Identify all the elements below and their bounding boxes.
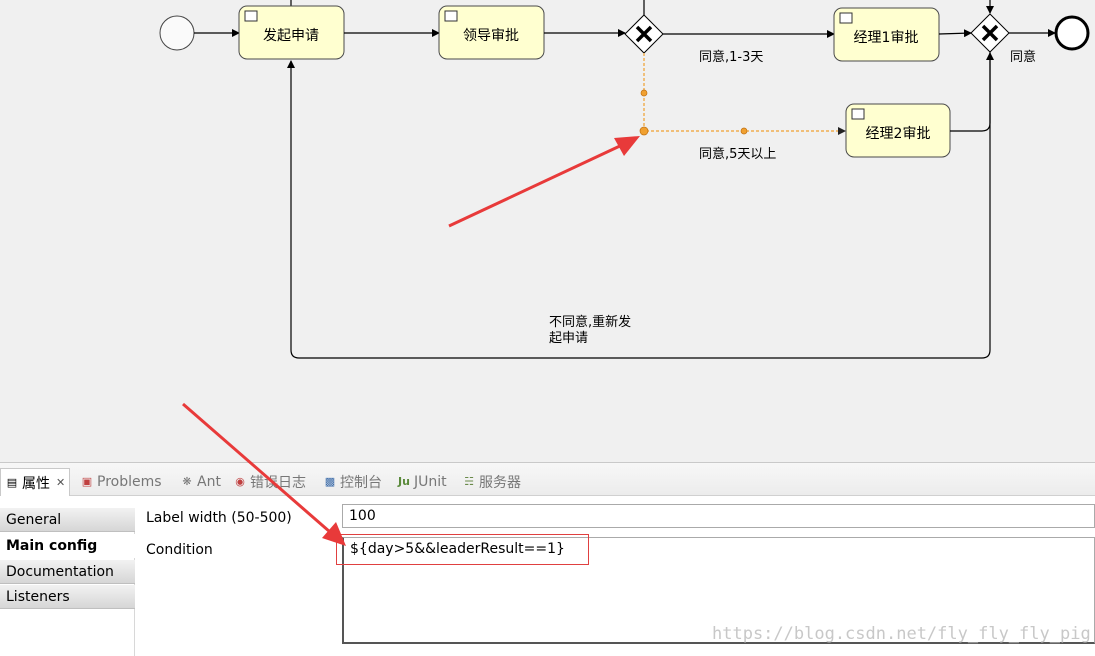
flow-label-disagree-line2: 起申请 bbox=[549, 331, 588, 346]
flow-label-agree-5plus: 同意,5天以上 bbox=[699, 146, 776, 162]
exclusive-gateway-1[interactable] bbox=[624, 14, 664, 54]
user-task-icon bbox=[244, 10, 258, 22]
servers-icon: ☵ bbox=[464, 475, 474, 488]
problems-icon: ▣ bbox=[81, 475, 93, 488]
task-manager1-approval[interactable]: 经理1审批 bbox=[833, 7, 940, 62]
label-width-input[interactable]: 100 bbox=[342, 504, 1095, 528]
nav-listeners[interactable]: Listeners bbox=[0, 585, 135, 609]
task-manager2-approval[interactable]: 经理2审批 bbox=[845, 103, 951, 158]
selection-handle[interactable] bbox=[640, 89, 648, 97]
flow-label-agree-1-3: 同意,1-3天 bbox=[699, 49, 763, 65]
label-width-label: Label width (50-500) bbox=[146, 510, 292, 526]
view-tab-bar: ▤ 属性 ✕ ▣ Problems ❋ Ant ◉ 错误日志 ▩ 控制台 Ju … bbox=[0, 462, 1095, 496]
bpmn-diagram[interactable]: 发起申请 领导审批 同意,1-3天 同意,5天以上 经理1审批 bbox=[0, 0, 1095, 462]
nav-main-config[interactable]: Main config bbox=[0, 534, 135, 558]
task-label: 经理2审批 bbox=[866, 126, 931, 142]
end-event[interactable] bbox=[1054, 15, 1090, 51]
sequence-flow[interactable] bbox=[950, 52, 994, 132]
condition-label: Condition bbox=[146, 542, 213, 558]
nav-documentation[interactable]: Documentation bbox=[0, 560, 135, 584]
tab-error-log[interactable]: ◉ 错误日志 bbox=[233, 470, 306, 494]
task-label: 发起申请 bbox=[263, 28, 319, 44]
selection-handle[interactable] bbox=[639, 126, 649, 136]
flow-label-disagree-line1: 不同意,重新发 bbox=[549, 314, 631, 330]
tab-ant[interactable]: ❋ Ant bbox=[180, 470, 221, 494]
close-icon[interactable]: ✕ bbox=[56, 476, 66, 489]
bpmn-canvas[interactable]: 发起申请 领导审批 同意,1-3天 同意,5天以上 经理1审批 bbox=[0, 0, 1095, 462]
task-submit-application[interactable]: 发起申请 bbox=[238, 5, 345, 60]
task-label: 经理1审批 bbox=[854, 30, 919, 46]
sequence-flow[interactable] bbox=[938, 29, 972, 38]
nav-general[interactable]: General bbox=[0, 508, 135, 532]
tab-label: 错误日志 bbox=[250, 475, 306, 491]
sequence-flow-disagree[interactable] bbox=[287, 52, 991, 359]
user-task-icon bbox=[444, 10, 458, 22]
junit-icon: Ju bbox=[398, 475, 410, 488]
tab-junit[interactable]: Ju JUnit bbox=[397, 470, 447, 494]
tab-console[interactable]: ▩ 控制台 bbox=[323, 470, 382, 494]
tab-label: Problems bbox=[97, 474, 162, 490]
properties-section-nav: General Main config Documentation Listen… bbox=[0, 508, 135, 656]
arrowhead bbox=[838, 127, 846, 135]
tab-problems[interactable]: ▣ Problems bbox=[80, 470, 162, 494]
flow-label-agree: 同意 bbox=[1010, 49, 1036, 65]
task-label: 领导审批 bbox=[463, 28, 519, 44]
start-event[interactable] bbox=[159, 15, 195, 51]
task-leader-approval[interactable]: 领导审批 bbox=[438, 5, 545, 60]
user-task-icon bbox=[839, 12, 853, 24]
tab-label: JUnit bbox=[414, 474, 447, 490]
properties-icon: ▤ bbox=[6, 475, 18, 489]
x-icon bbox=[981, 24, 999, 42]
tab-label: Ant bbox=[197, 474, 221, 490]
selection-handle[interactable] bbox=[740, 127, 748, 135]
ant-icon: ❋ bbox=[182, 475, 192, 488]
tab-properties[interactable]: ▤ 属性 ✕ bbox=[0, 468, 71, 496]
tab-label: 服务器 bbox=[479, 475, 521, 491]
x-icon bbox=[635, 25, 653, 43]
error-log-icon: ◉ bbox=[235, 475, 245, 488]
condition-textarea[interactable]: ${day>5&&leaderResult==1} bbox=[342, 537, 1095, 644]
tab-label: 属性 bbox=[22, 475, 50, 492]
user-task-icon bbox=[851, 108, 865, 120]
tab-servers[interactable]: ☵ 服务器 bbox=[462, 470, 521, 494]
console-icon: ▩ bbox=[324, 475, 336, 488]
watermark: https://blog.csdn.net/fly_fly_fly_pig bbox=[712, 624, 1091, 644]
tab-label: 控制台 bbox=[340, 475, 382, 491]
exclusive-gateway-2[interactable] bbox=[970, 13, 1010, 53]
